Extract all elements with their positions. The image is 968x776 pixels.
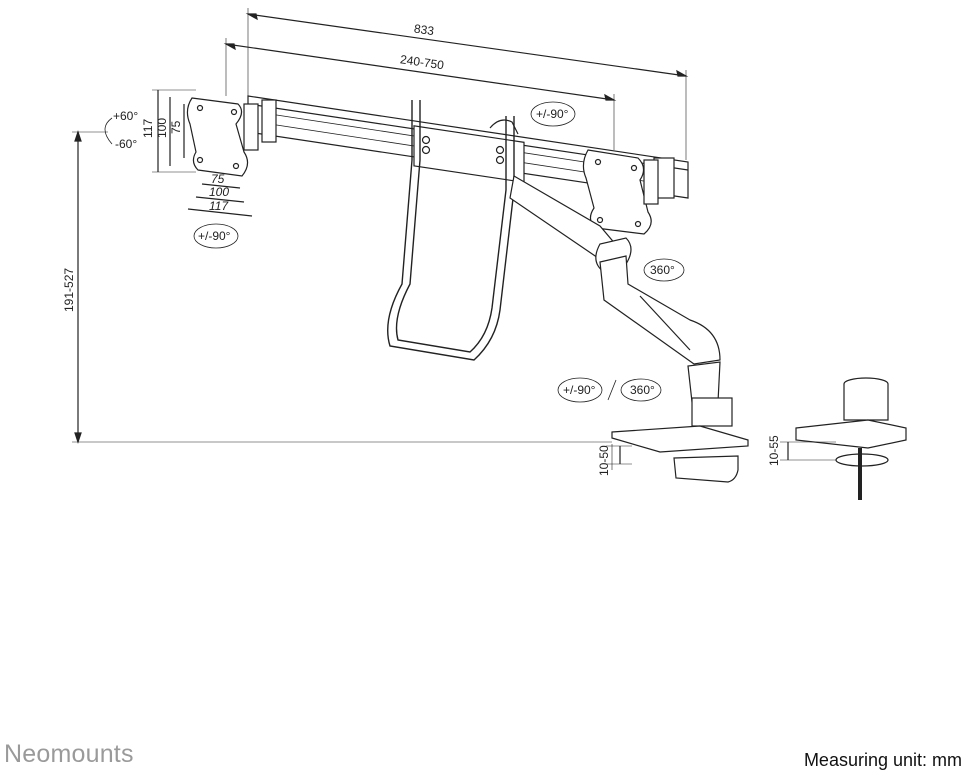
- desk-clamp-base: [606, 425, 749, 483]
- rail-range-dimension-line: [223, 38, 617, 150]
- grommet-range-label: 10-55: [767, 435, 781, 466]
- total-width-label: 833: [413, 22, 435, 39]
- vesa-width-100-label: 100: [209, 185, 229, 199]
- height-range-label: 191-527: [62, 268, 76, 312]
- carry-handle: [387, 100, 515, 361]
- vesa-height-75-label: 75: [169, 120, 183, 134]
- brand-logo-text: Neomounts: [4, 740, 134, 768]
- clamp-range-label: 10-50: [597, 445, 611, 476]
- base-rotation-label: +/-90°: [563, 383, 596, 397]
- vesa-height-117-label: 117: [141, 119, 155, 138]
- rail-center-bracket: [413, 119, 525, 184]
- right-vesa-plate: [582, 149, 659, 235]
- left-plate-rotation-label: +/-90°: [198, 229, 231, 243]
- height-range-dimension-line: [72, 130, 612, 444]
- tilt-up-label: +60°: [113, 109, 138, 123]
- vesa-width-dimension-lines: [187, 183, 253, 217]
- rail-range-label: 240-750: [399, 52, 445, 72]
- grommet-base: [780, 377, 907, 500]
- total-width-dimension-line: [245, 8, 689, 160]
- vesa-width-75-label: 75: [211, 172, 225, 186]
- top-swivel-label: 360°: [650, 263, 675, 277]
- rotation-indicators: [104, 101, 685, 403]
- base-swivel-label: 360°: [630, 383, 655, 397]
- vesa-height-100-label: 100: [155, 118, 169, 138]
- vesa-width-117-label: 117: [209, 199, 229, 213]
- vesa-height-dimension-lines: [152, 89, 196, 173]
- tilt-down-label: -60°: [115, 137, 137, 151]
- left-vesa-plate: [186, 97, 259, 177]
- dimension-drawing: 833 240-750 191-527 10-50 10-55 117 100 …: [62, 8, 907, 500]
- measuring-unit-note: Measuring unit: mm: [803, 750, 962, 770]
- gas-spring-arm: [509, 175, 733, 427]
- right-plate-rotation-label: +/-90°: [536, 107, 569, 121]
